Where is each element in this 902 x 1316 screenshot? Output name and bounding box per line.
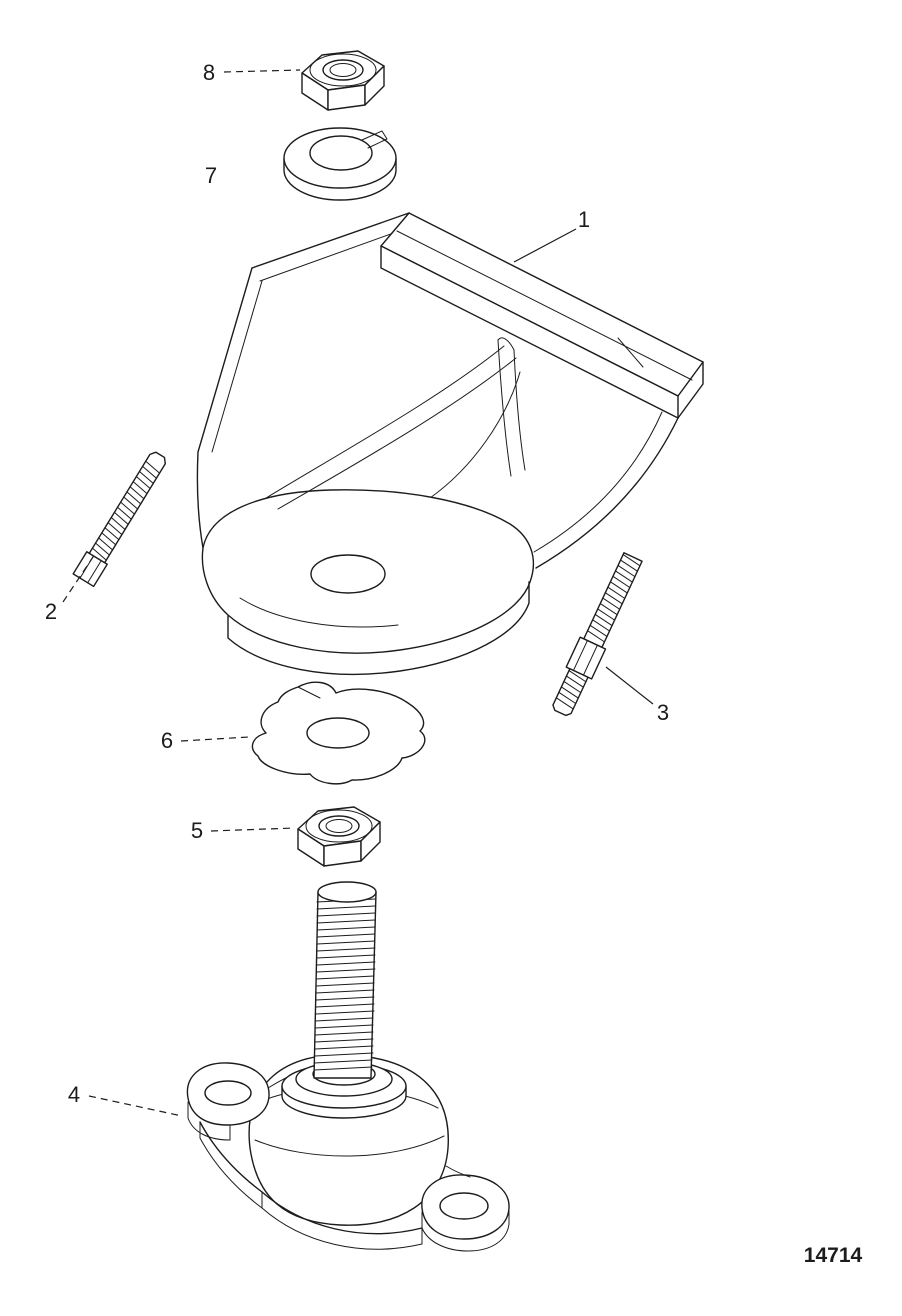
callout-label-3: 3 [657, 700, 669, 725]
nut8-side-mid [327, 84, 366, 111]
hex-nut-lower-drawing [297, 806, 381, 867]
callout-label-4: 4 [68, 1082, 80, 1107]
callout-leaders [62, 69, 654, 1117]
bolt-shank [88, 451, 166, 564]
bracket-center-rib-a [497, 339, 512, 477]
bracket-base-inner-lip [239, 597, 399, 628]
nut5-chamfer-circle [305, 809, 373, 843]
leader-1 [513, 228, 577, 263]
bracket-backwall-inner-edge [259, 225, 414, 282]
mount-boss-contour-b [254, 1135, 445, 1157]
drawing-number: 14714 [804, 1244, 863, 1267]
bracket-base-hole [310, 554, 386, 594]
tab-washer-drawing [251, 681, 426, 785]
stud-threads-2 [555, 670, 587, 710]
bracket-flange-right-end [677, 361, 704, 419]
mount-stud-top [317, 881, 377, 903]
hex-nut-top-drawing [301, 50, 385, 111]
nut5-side-mid [323, 840, 362, 867]
leader-3 [605, 666, 654, 705]
lock-washer-drawing [283, 127, 397, 201]
bolt-drawing [72, 451, 166, 588]
stud-thread-section-2 [552, 668, 589, 717]
bolt-head [72, 551, 108, 588]
callout-label-2: 2 [45, 599, 57, 624]
callout-label-8: 8 [203, 60, 215, 85]
nut8-bore-inner [329, 63, 357, 77]
stud-drawing [552, 552, 643, 717]
callout-label-5: 5 [191, 818, 203, 843]
bracket-left-inner-edge [211, 280, 263, 453]
mount-left-ear-hole [204, 1080, 252, 1106]
bracket-saddle-rib-b [277, 357, 517, 510]
washer7-inner [309, 135, 373, 171]
nut8-side-right [364, 65, 385, 106]
washer7-split [361, 130, 388, 149]
leader-4 [88, 1095, 183, 1117]
leader-5 [210, 827, 296, 832]
leader-8 [223, 69, 301, 73]
nut8-chamfer-circle [309, 53, 377, 87]
bracket-right-wall [535, 417, 679, 569]
stud-threads-1 [587, 554, 641, 643]
stud-thread-section-1 [583, 552, 643, 649]
leader-6 [180, 736, 250, 742]
mount-right-ear-thickness [421, 1207, 510, 1252]
mount-base-front-thickness [261, 1191, 423, 1250]
bracket-right-wall-inner [533, 411, 663, 553]
bolt-threads [91, 460, 161, 561]
callout-label-7: 7 [205, 163, 217, 188]
engine-mount-drawing [186, 881, 510, 1252]
tab-washer-fold-line [297, 686, 321, 699]
mount-base-right-edge [445, 1165, 471, 1178]
nut5-bore-inner [325, 819, 353, 833]
leader-2 [62, 553, 96, 603]
bracket-scoop-curve [429, 371, 521, 499]
callout-label-6: 6 [161, 728, 173, 753]
bracket-center-rib-b [513, 349, 526, 471]
mount-left-ear-thickness [187, 1101, 231, 1141]
bracket-left-edge [196, 267, 253, 549]
bracket-flange-bend-line [396, 230, 693, 381]
nut8-bore [322, 59, 364, 81]
mount-base-front-edge [261, 1191, 423, 1235]
tab-washer-hole [306, 717, 370, 749]
mount-base-front-left-edge [199, 1121, 263, 1193]
bracket-center-rib-top [497, 337, 515, 351]
callout-label-1: 1 [578, 207, 590, 232]
mount-right-ear-hole [439, 1192, 489, 1220]
bracket-base-thickness [227, 581, 530, 676]
stud-hex-collar [565, 636, 607, 680]
bracket-saddle-rib-a [265, 345, 505, 499]
bracket-flange-step [617, 337, 644, 368]
nut5-side-right [360, 821, 381, 862]
mount-bracket-drawing [196, 212, 704, 676]
bracket-backwall-top-edge [251, 212, 410, 269]
nut5-bore [318, 815, 360, 837]
mount-base-left-thickness [199, 1121, 263, 1209]
stud-collar-facets [572, 640, 598, 676]
